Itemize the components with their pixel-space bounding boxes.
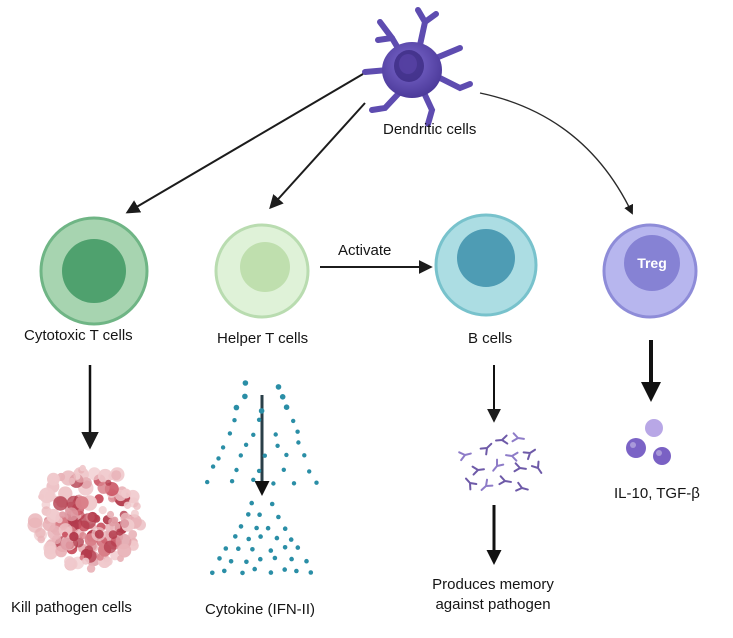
edge-dendritic-to-treg bbox=[479, 92, 634, 215]
kill-pathogen-cells-label: Kill pathogen cells bbox=[11, 599, 132, 616]
treg-cell-icon: Treg bbox=[602, 223, 698, 319]
edge-dendritic-to-cytotoxic bbox=[125, 73, 364, 214]
edge-dendritic-to-helper bbox=[269, 102, 366, 210]
dendritic-cells-label: Dendritic cells bbox=[383, 121, 477, 138]
b-cells-label: B cells bbox=[468, 330, 513, 347]
memory-label: Produces memory against pathogen bbox=[432, 576, 554, 613]
activate-label: Activate bbox=[338, 242, 392, 259]
treg-cell-label: Treg bbox=[637, 255, 667, 271]
helper-t-cells-label: Helper T cells bbox=[217, 330, 309, 347]
cytokine-dots-icon bbox=[205, 380, 319, 576]
dendritic-cell-icon bbox=[362, 7, 473, 127]
antibody-icons bbox=[458, 432, 543, 492]
cytotoxic-t-cells-label: Cytotoxic T cells bbox=[24, 327, 133, 344]
cytokine-label: Cytokine (IFN-II) bbox=[205, 601, 316, 618]
cytotoxic-t-cell-icon bbox=[39, 216, 149, 326]
pathogen-cluster-icon bbox=[27, 464, 146, 573]
helper-t-cell-icon bbox=[214, 223, 310, 319]
b-cell-icon bbox=[434, 213, 538, 317]
il10-tgf-label: IL-10, TGF-β bbox=[614, 485, 700, 502]
il10-molecule-icon bbox=[626, 419, 671, 465]
